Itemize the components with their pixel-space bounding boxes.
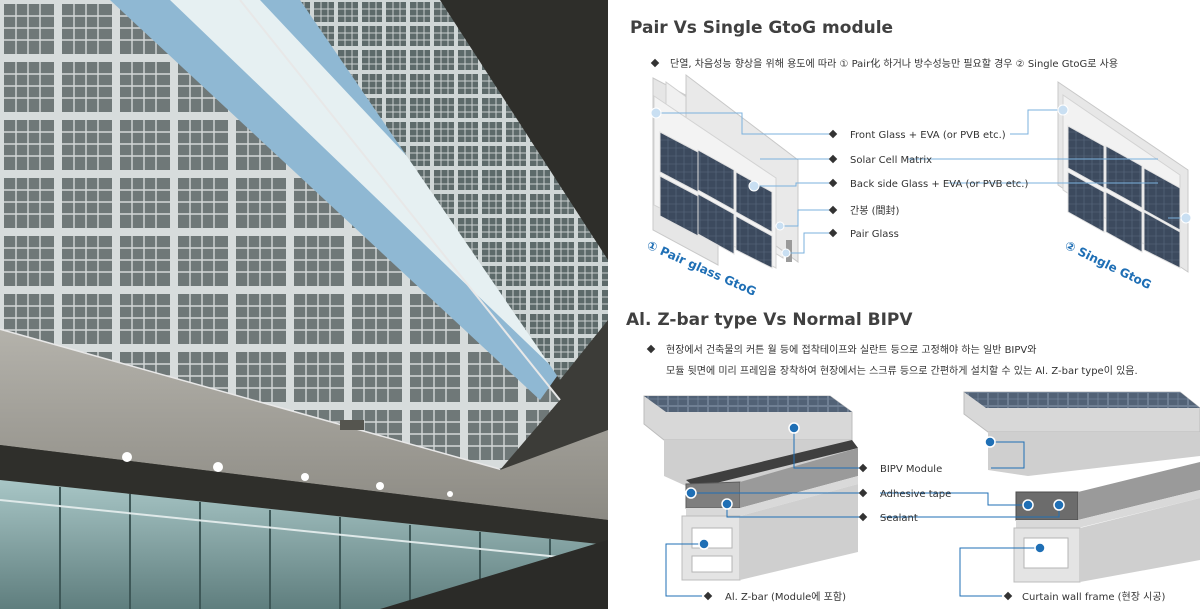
label-sealant: Sealant: [880, 513, 918, 524]
callout-dots-2: [685, 422, 1065, 554]
label-spacer: 간봉 (間封): [850, 204, 899, 217]
label-pair-glass: Pair Glass: [850, 229, 899, 240]
z-bar-assembly: [643, 395, 858, 581]
label-adhesive-tape: Adhesive tape: [880, 489, 951, 500]
bipv-labels: BIPV Module Adhesive tape Sealant Al. Z-…: [725, 464, 1166, 603]
diagram-panel: Pair Vs Single GtoG module 단열, 차음성능 향상을 …: [608, 0, 1200, 609]
section1-bullet-text: 단열, 차음성능 향상을 위해 용도에 따라 ① Pair化 하거나 방수성능만…: [670, 59, 1119, 70]
label-al-z-bar: Al. Z-bar (Module에 포함): [725, 591, 846, 603]
label-solar-cell-matrix: Solar Cell Matrix: [850, 155, 932, 166]
module-diagram: Front Glass + EVA (or PVB etc.) Solar Ce…: [643, 73, 1200, 603]
label-curtain-wall-frame: Curtain wall frame (현장 시공): [1022, 591, 1166, 603]
label-bipv-module: BIPV Module: [880, 464, 942, 475]
pair-glass-module: [652, 73, 799, 269]
pair-labels: Front Glass + EVA (or PVB etc.) Solar Ce…: [850, 130, 1028, 240]
atrium-skylight-photo: [0, 0, 608, 609]
section2-title: Al. Z-bar type Vs Normal BIPV: [626, 310, 913, 330]
section2-bullet-line1: 현장에서 건축물의 커튼 월 등에 접착테이프와 실란트 등으로 고정해야 하는…: [666, 345, 1037, 356]
label-front-glass: Front Glass + EVA (or PVB etc.): [850, 130, 1006, 141]
label-back-side-glass: Back side Glass + EVA (or PVB etc.): [850, 179, 1028, 190]
section2-bullet: 현장에서 건축물의 커튼 월 등에 접착테이프와 실란트 등으로 고정해야 하는…: [646, 341, 1037, 356]
section1-bullet: 단열, 차음성능 향상을 위해 용도에 따라 ① Pair化 하거나 방수성능만…: [650, 55, 1119, 70]
callout-lines-1: [656, 109, 1186, 254]
single-glass-module: [1057, 81, 1189, 273]
section2-bullet-cont: 모듈 뒷면에 미리 프레임을 장착하여 현장에서는 스크류 등으로 간편하게 설…: [666, 362, 1138, 377]
callout-dots-1: [650, 104, 1192, 258]
section1-title: Pair Vs Single GtoG module: [630, 18, 894, 38]
diamond-markers-1: [828, 129, 838, 238]
normal-bipv-assembly: [963, 391, 1200, 583]
section2-bullet-line2: 모듈 뒷면에 미리 프레임을 장착하여 현장에서는 스크류 등으로 간편하게 설…: [666, 366, 1138, 377]
